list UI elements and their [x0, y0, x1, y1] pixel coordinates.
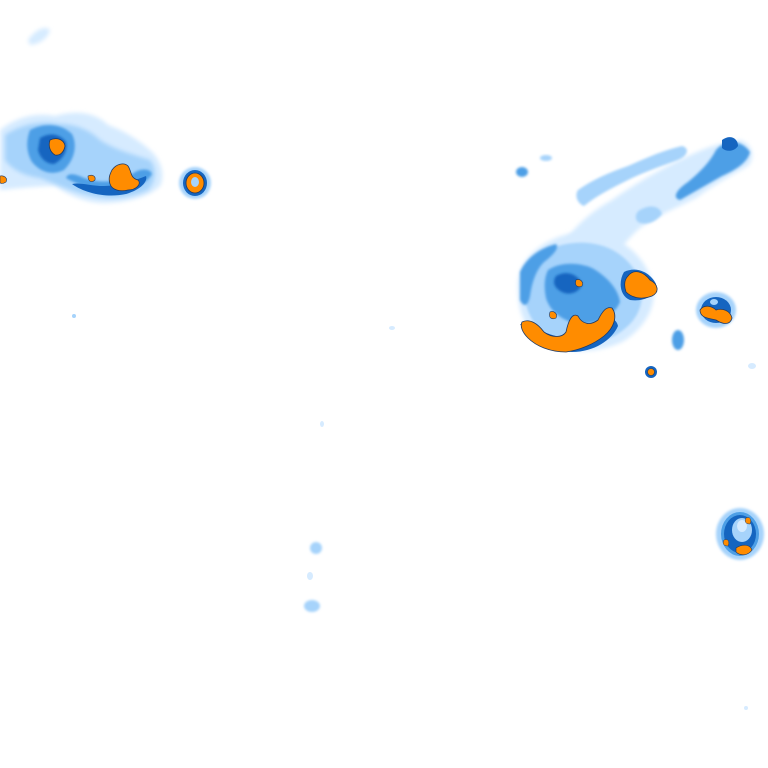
- precip-extreme-area: [722, 539, 730, 547]
- precip-light-mid-area: [635, 206, 662, 224]
- precip-cell-west-ring: [179, 167, 211, 199]
- precip-light-area: [310, 542, 322, 554]
- precip-light-area: [28, 28, 50, 45]
- precip-mid-area: [520, 244, 558, 305]
- precip-extreme-area: [647, 368, 655, 376]
- precip-extreme-area: [108, 163, 140, 192]
- precip-cell-east-small-right: [696, 292, 736, 328]
- precip-light-area: [304, 600, 320, 612]
- precip-extreme-area: [0, 175, 7, 184]
- precip-extreme-area: [48, 138, 66, 156]
- precip-cell-south-trace: [72, 314, 748, 710]
- precip-extreme-area: [744, 517, 752, 525]
- precip-mid-area: [516, 167, 528, 177]
- precip-extreme-area: [549, 311, 557, 320]
- precip-cell-southeast-ring: [716, 508, 764, 560]
- precip-light-area: [72, 314, 76, 318]
- precip-light-area: [307, 572, 313, 580]
- precip-strong-area: [554, 273, 582, 294]
- precip-extreme-area: [699, 305, 733, 324]
- precip-extreme-area: [520, 307, 616, 353]
- precip-light-area: [389, 326, 395, 330]
- precip-core-gap: [710, 299, 718, 305]
- precip-light-area: [748, 363, 756, 369]
- precip-mid-area: [675, 141, 750, 200]
- precip-light-mid-area: [576, 146, 687, 206]
- precip-core-gap: [191, 177, 199, 187]
- precip-cell-east-storm: [516, 137, 753, 353]
- precip-core-gap-light: [737, 520, 747, 532]
- precip-light-area: [320, 421, 324, 427]
- precip-light-area: [540, 155, 552, 161]
- precip-extreme-area: [624, 271, 658, 299]
- precip-cell-east-small-below: [645, 330, 756, 378]
- precip-extreme-area: [87, 174, 96, 182]
- precip-light-area: [744, 706, 748, 710]
- precip-strong-area: [722, 137, 738, 151]
- precip-strong-area: [72, 176, 147, 196]
- precip-extreme-area: [735, 544, 753, 556]
- precip-cell-west-cluster: [0, 28, 163, 204]
- precip-extreme-area: [575, 279, 583, 288]
- precip-mid-area: [672, 330, 684, 350]
